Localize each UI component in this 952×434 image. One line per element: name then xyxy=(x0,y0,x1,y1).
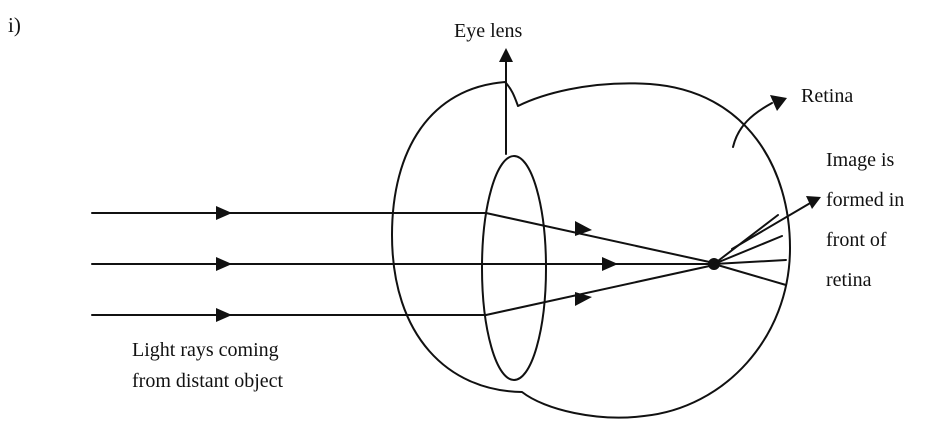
image-note-line-1: Image is xyxy=(826,149,895,171)
image-note-label: Image is formed in front of retina xyxy=(826,149,909,291)
eye-lens-pointer-arrow xyxy=(499,48,513,62)
image-note-line-2: formed in xyxy=(826,189,904,211)
upper-refracted-ray xyxy=(486,213,714,263)
diverging-ray-4 xyxy=(714,264,786,285)
eyeball-outline xyxy=(392,82,790,418)
image-note-line-4: retina xyxy=(826,269,872,291)
light-rays-line-2: from distant object xyxy=(132,370,284,392)
lower-ray-arrow xyxy=(216,308,232,322)
image-note-pointer-line xyxy=(732,202,812,249)
middle-refracted-arrow xyxy=(602,257,618,271)
eye-lens-label: Eye lens xyxy=(454,20,523,42)
eye-lens-shape xyxy=(482,156,546,380)
middle-ray-arrow xyxy=(216,257,232,271)
retina-pointer-curve xyxy=(733,103,772,147)
upper-ray-arrow xyxy=(216,206,232,220)
diverging-ray-1 xyxy=(714,215,778,264)
light-rays-line-1: Light rays coming xyxy=(132,339,279,361)
figure-label: i) xyxy=(8,13,21,37)
lower-refracted-ray xyxy=(486,265,714,315)
retina-label: Retina xyxy=(801,85,853,107)
image-note-pointer-arrow xyxy=(806,196,821,209)
image-note-line-3: front of xyxy=(826,229,887,251)
light-rays-label: Light rays coming from distant object xyxy=(132,339,284,392)
